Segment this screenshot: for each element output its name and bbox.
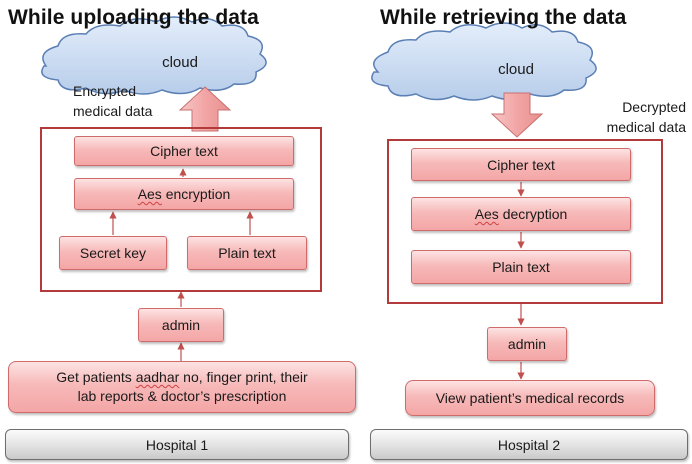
patient-data-source-box: Get patients aadhar no, finger print, th… (8, 361, 356, 413)
source-line-2: lab reports & doctor’s prescription (77, 388, 287, 404)
retrieve-note-line2: medical data (606, 119, 686, 135)
upload-cloud-shape (41, 16, 267, 95)
view-medical-records-box: View patient’s medical records (405, 380, 655, 416)
upload-plain-text-box: Plain text (187, 236, 307, 270)
retrieve-cloud-label: cloud (498, 60, 534, 78)
secret-key-box: Secret key (59, 236, 167, 270)
retrieve-aes-decryption-box: Aes decryption (411, 197, 631, 231)
upload-admin-box: admin (138, 308, 224, 342)
retrieve-cloud-shape (371, 22, 597, 101)
retrieve-note-line1: Decrypted (622, 99, 686, 115)
source-line-1: Get patients aadhar no, finger print, th… (56, 369, 308, 385)
encryption-word: encryption (161, 186, 231, 202)
upload-title: While uploading the data (8, 6, 259, 29)
hospital-2-bar: Hospital 2 (370, 429, 688, 460)
retrieve-plain-text-box: Plain text (411, 250, 631, 284)
retrieve-cipher-text-box: Cipher text (411, 148, 631, 181)
retrieve-title: While retrieving the data (380, 6, 627, 29)
retrieve-big-arrow-down (490, 92, 544, 138)
aes-word: Aes (474, 206, 499, 222)
decryption-word: decryption (498, 206, 568, 222)
upload-note-line1: Encrypted (73, 83, 137, 99)
upload-big-arrow-up (178, 86, 232, 132)
upload-cipher-text-box: Cipher text (74, 136, 294, 166)
retrieve-admin-box: admin (487, 327, 567, 361)
upload-aes-encryption-box: Aes encryption (74, 178, 294, 210)
hospital-1-bar: Hospital 1 (5, 429, 349, 460)
retrieve-note: Decrypted medical data (580, 97, 686, 137)
upload-encryption-frame (40, 127, 322, 292)
retrieve-decryption-frame (387, 139, 663, 304)
upload-note: Encrypted medical data (73, 81, 152, 121)
upload-note-line2: medical data (73, 103, 153, 119)
aes-word: Aes (137, 186, 162, 202)
upload-cloud-label: cloud (162, 53, 198, 71)
